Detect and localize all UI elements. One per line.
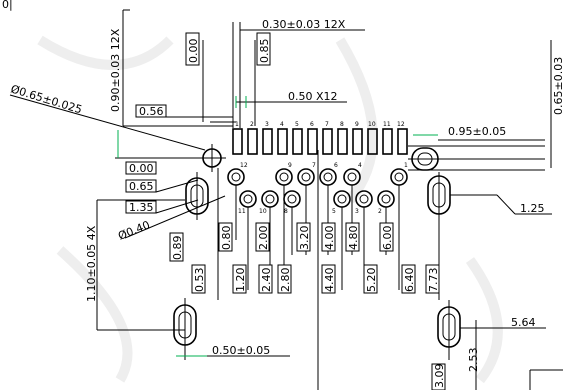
svg-text:0.85: 0.85 xyxy=(258,39,271,64)
svg-text:4.40: 4.40 xyxy=(323,268,336,293)
pad-4 xyxy=(277,128,288,155)
pad-number-labels: 1 2 3 4 5 6 7 8 9 10 11 12 xyxy=(235,121,405,128)
hole-dia-dim: Ø0.65±0.025 xyxy=(9,82,83,116)
svg-text:5: 5 xyxy=(295,121,299,128)
svg-text:3: 3 xyxy=(265,121,269,128)
ref-box-135 xyxy=(125,200,157,214)
svg-text:11: 11 xyxy=(238,208,246,215)
vert-pitch-dim: 1.10±0.05 4X xyxy=(85,225,98,302)
pad-9 xyxy=(352,128,363,155)
pad-2 xyxy=(247,128,258,155)
svg-text:6.00: 6.00 xyxy=(381,226,394,251)
pad-3 xyxy=(262,128,273,155)
svg-text:10: 10 xyxy=(259,208,267,215)
svg-text:7.73: 7.73 xyxy=(427,268,440,293)
right-vert-dim: 0.65±0.03 xyxy=(552,57,563,115)
svg-text:6: 6 xyxy=(310,121,314,128)
small-hole-dim: Ø0.40 xyxy=(116,218,152,242)
svg-text:0.80: 0.80 xyxy=(220,226,233,251)
pad-row xyxy=(232,128,408,155)
svg-text:0.00: 0.00 xyxy=(187,39,200,64)
ref-box-056 xyxy=(135,104,167,118)
svg-text:0.56: 0.56 xyxy=(139,105,164,118)
svg-text:2.80: 2.80 xyxy=(279,268,292,293)
pad-1 xyxy=(232,128,243,155)
svg-text:0.53: 0.53 xyxy=(193,268,206,293)
svg-text:12: 12 xyxy=(240,162,248,169)
ref-box-065 xyxy=(125,179,157,193)
pad-10 xyxy=(367,128,378,155)
svg-text:11: 11 xyxy=(383,121,391,128)
svg-text:0.00: 0.00 xyxy=(129,162,154,175)
svg-text:3: 3 xyxy=(355,208,359,215)
svg-text:8: 8 xyxy=(340,121,344,128)
right-ref-125: 1.25 xyxy=(520,202,545,215)
svg-text:4.80: 4.80 xyxy=(347,226,360,251)
slot-width-dim: 0.95±0.05 xyxy=(448,125,506,138)
svg-text:1.20: 1.20 xyxy=(234,268,247,293)
svg-text:4: 4 xyxy=(358,162,362,169)
svg-text:0.89: 0.89 xyxy=(171,236,184,261)
svg-text:6: 6 xyxy=(334,162,338,169)
svg-text:6.40: 6.40 xyxy=(403,268,416,293)
watermark-decoration xyxy=(37,35,503,384)
pad-12 xyxy=(397,128,408,155)
pad-6 xyxy=(307,128,318,155)
pad-7 xyxy=(322,128,333,155)
bottom-width-dim: 0.50±0.05 xyxy=(212,344,270,357)
svg-text:2.00: 2.00 xyxy=(257,226,270,251)
right-ref-564: 5.64 xyxy=(511,316,536,329)
svg-text:4: 4 xyxy=(280,121,284,128)
vertical-dim-labels: 0.00 0.85 0.89 0.53 0.80 1.20 2.00 2.40 … xyxy=(169,32,440,294)
svg-text:5: 5 xyxy=(332,208,336,215)
svg-text:3.20: 3.20 xyxy=(298,226,311,251)
svg-text:12: 12 xyxy=(397,121,405,128)
header-fragment: 0| xyxy=(2,0,13,11)
svg-text:5.20: 5.20 xyxy=(365,268,378,293)
pad-length-dim: 0.90±0.03 12X xyxy=(109,28,122,112)
bottom-253-dim: 2.53 xyxy=(467,348,480,373)
pad-11 xyxy=(382,128,393,155)
svg-text:1.35: 1.35 xyxy=(129,201,154,214)
svg-text:1: 1 xyxy=(404,162,408,169)
svg-text:2: 2 xyxy=(378,208,382,215)
pad-5 xyxy=(292,128,303,155)
hole-number-labels: 12 9 7 6 4 1 11 10 8 5 3 2 xyxy=(238,162,408,215)
svg-text:7: 7 xyxy=(312,162,316,169)
svg-text:1: 1 xyxy=(235,121,239,128)
svg-text:0.65: 0.65 xyxy=(129,180,154,193)
svg-text:2: 2 xyxy=(250,121,254,128)
bottom-309-dim: 3.09 xyxy=(433,364,446,389)
ref-box-000 xyxy=(125,161,157,175)
pad-8 xyxy=(337,128,348,155)
svg-text:4.00: 4.00 xyxy=(323,226,336,251)
svg-text:7: 7 xyxy=(325,121,329,128)
pad-pitch-dim: 0.30±0.03 12X xyxy=(262,18,346,31)
svg-text:10: 10 xyxy=(368,121,376,128)
svg-text:8: 8 xyxy=(284,208,288,215)
pad-width-dim: 0.50 X12 xyxy=(288,90,338,103)
svg-text:9: 9 xyxy=(288,162,292,169)
svg-text:9: 9 xyxy=(355,121,359,128)
svg-text:2.40: 2.40 xyxy=(260,268,273,293)
hole-row-bottom xyxy=(239,190,395,208)
